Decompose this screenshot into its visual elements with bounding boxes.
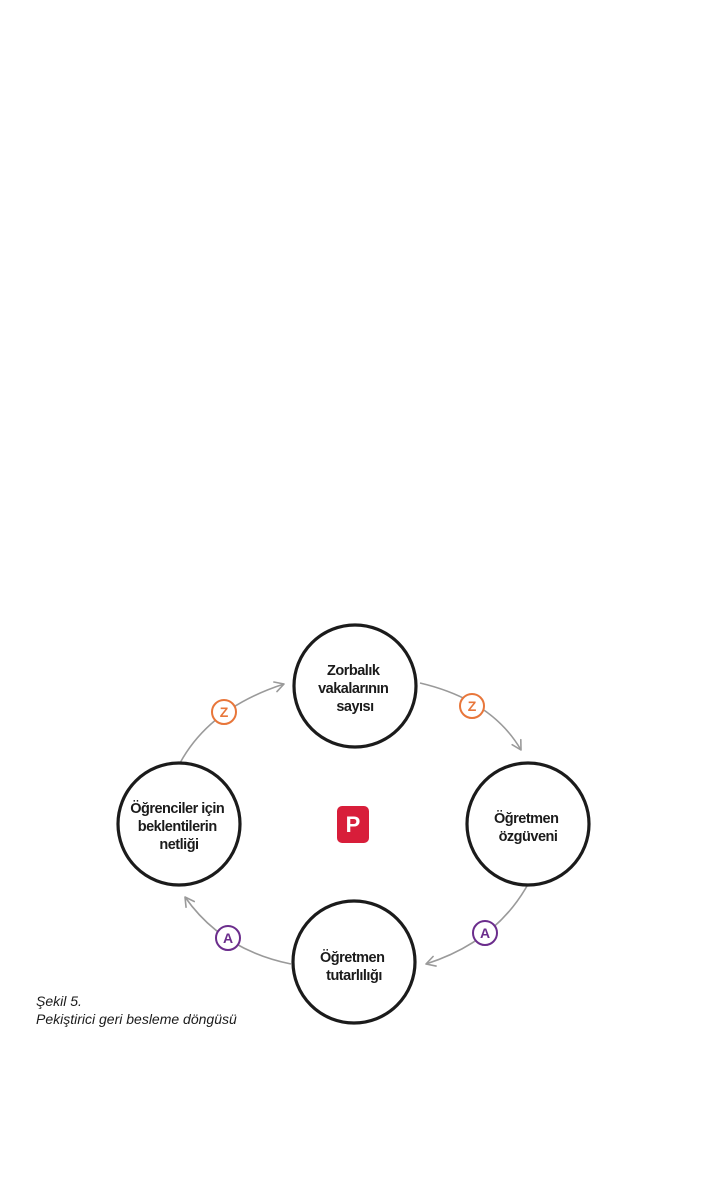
svg-text:Z: Z — [220, 704, 229, 720]
node-expectation-clarity: Öğrenciler için beklentilerin netliği — [116, 761, 242, 887]
caption-title: Şekil 5. — [36, 993, 82, 1009]
node-teacher-confidence-line-1: Öğretmen — [494, 810, 559, 827]
node-expectation-clarity-line-1: Öğrenciler için — [130, 800, 224, 817]
svg-text:Zorbalık vakalarının: Zorbalık vakalarının sayısı — [318, 663, 392, 715]
node-bullying-count-line-2: vakalarının — [318, 681, 388, 697]
svg-text:Öğrenciler için beklenti: Öğrenciler için beklentilerin netliği — [130, 800, 228, 853]
badge-a-bottom-left: A — [215, 925, 241, 951]
node-expectation-clarity-line-3: netliği — [159, 837, 198, 853]
node-bullying-count: Zorbalık vakalarının sayısı — [292, 623, 418, 749]
figure-caption: Şekil 5. Pekiştirici geri besleme döngüs… — [36, 992, 237, 1028]
svg-text:P: P — [346, 812, 361, 837]
svg-text:Öğretmen özgüveni: Öğretmen özgüveni — [494, 810, 562, 845]
node-teacher-confidence-line-2: özgüveni — [499, 829, 558, 845]
badge-z-top-left: Z — [211, 699, 237, 725]
badge-z-top-right: Z — [459, 693, 485, 719]
node-expectation-clarity-line-2: beklentilerin — [138, 819, 217, 835]
svg-text:Öğretmen tutarlılığı: Öğretmen tutarlılığı — [320, 949, 388, 984]
node-teacher-consistency-line-2: tutarlılığı — [326, 968, 382, 984]
node-bullying-count-line-1: Zorbalık — [327, 663, 381, 679]
svg-text:A: A — [223, 930, 233, 946]
svg-text:Z: Z — [468, 698, 477, 714]
arrow-left-to-top — [179, 681, 285, 764]
node-teacher-consistency-line-1: Öğretmen — [320, 949, 385, 966]
node-teacher-confidence: Öğretmen özgüveni — [465, 761, 591, 887]
node-teacher-consistency: Öğretmen tutarlılığı — [291, 899, 417, 1025]
caption-subtitle: Pekiştirici geri besleme döngüsü — [36, 1011, 237, 1027]
svg-text:A: A — [480, 925, 490, 941]
badge-a-bottom-right: A — [472, 920, 498, 946]
node-bullying-count-line-3: sayısı — [336, 699, 374, 715]
center-p-icon: P — [337, 806, 369, 843]
